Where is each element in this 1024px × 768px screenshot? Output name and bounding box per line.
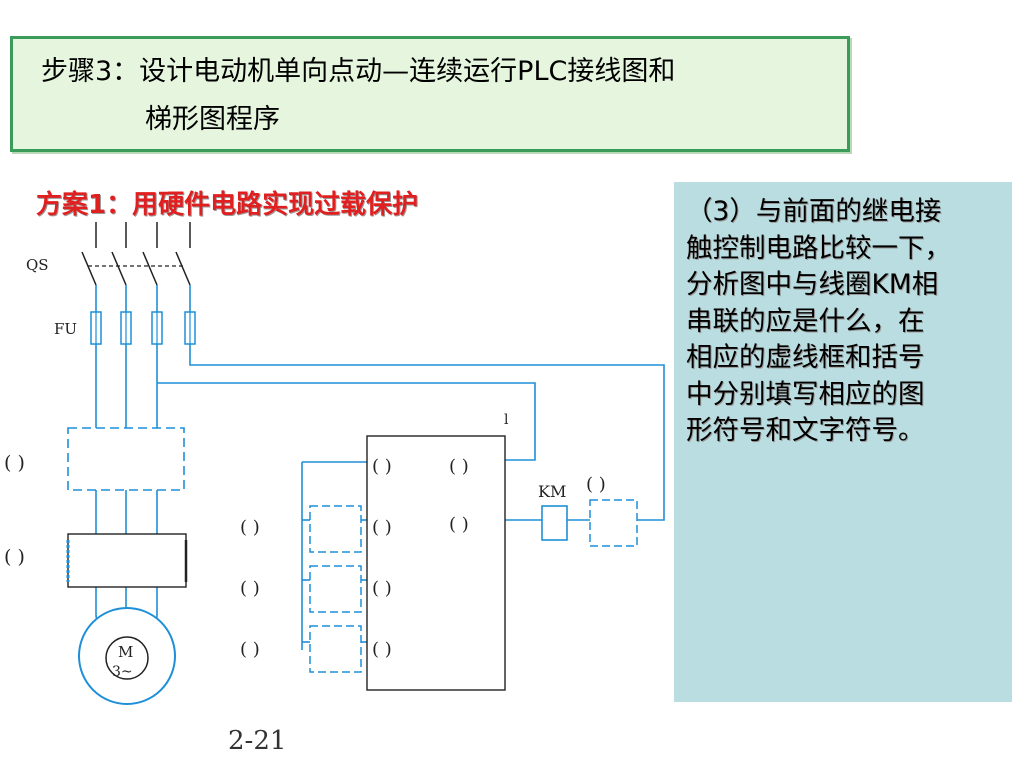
km-label: KM <box>538 482 566 501</box>
bracket-thermal-element: ( ) <box>4 546 25 568</box>
bracket-input-2: ( ) <box>240 578 260 599</box>
bracket-plc-2: ( ) <box>449 456 469 477</box>
qs-switch <box>81 251 191 286</box>
question-line: 触控制电路比较一下， <box>686 232 951 264</box>
overload-dashed-box <box>589 499 638 547</box>
km-coil <box>541 505 568 541</box>
question-line: 中分别填写相应的图 <box>686 378 925 410</box>
motor-symbol: M 3~ <box>78 607 176 705</box>
main-contact-dashed-box <box>67 427 185 491</box>
question-line: 串联的应是什么，在 <box>686 305 925 337</box>
small-mark: l <box>504 412 509 428</box>
fu-fuses <box>90 311 196 345</box>
question-line: 分析图中与线圈KM相 <box>686 269 939 300</box>
input-dashed-boxes <box>309 505 362 673</box>
bracket-plc-4: ( ) <box>449 514 469 535</box>
phase-wires <box>95 285 665 650</box>
bracket-plc-5: ( ) <box>372 578 392 599</box>
bracket-main-contact: ( ) <box>4 452 25 474</box>
bracket-plc-3: ( ) <box>372 517 392 538</box>
figure-number: 2-21 <box>228 726 287 756</box>
supply-stubs <box>95 222 191 248</box>
fu-label: FU <box>54 320 77 338</box>
thermal-element-box <box>67 533 187 588</box>
question-line: （3）与前面的继电接 <box>686 196 942 227</box>
bracket-overload: ( ) <box>586 474 606 495</box>
question-line: 相应的虚线框和括号 <box>686 342 925 373</box>
step-title-line-1: 步骤3：设计电动机单向点动—连续运行PLC接线图和 <box>41 56 676 87</box>
question-line: 形符号和文字符号。 <box>686 415 925 446</box>
bracket-plc-1: ( ) <box>372 456 392 477</box>
step-box: 步骤3：设计电动机单向点动—连续运行PLC接线图和 梯形图程序 <box>10 36 850 152</box>
bracket-input-1: ( ) <box>240 517 260 538</box>
bracket-plc-6: ( ) <box>372 639 392 660</box>
motor-phase-label: 3~ <box>112 664 133 680</box>
plc-block <box>366 435 506 691</box>
question-panel: （3）与前面的继电接 触控制电路比较一下， 分析图中与线圈KM相 串联的应是什么… <box>674 182 1012 702</box>
plan-title: 方案1：用硬件电路实现过载保护 <box>36 190 419 220</box>
step-title-line-2: 梯形图程序 <box>145 104 280 135</box>
bracket-input-3: ( ) <box>240 639 260 660</box>
qs-label: QS <box>26 256 49 274</box>
motor-m-label: M <box>118 643 133 661</box>
